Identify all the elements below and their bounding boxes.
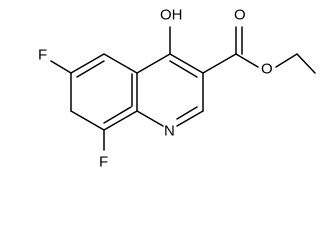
hydroxyl-label: OH (160, 7, 183, 24)
carbonyl-oxygen-label: O (234, 7, 246, 24)
bond (202, 53, 237, 74)
bond (296, 53, 316, 74)
chemical-structure: OH O O N F F (38, 7, 316, 171)
ring-nitrogen-label: N (164, 123, 175, 140)
bond (136, 110, 164, 127)
bond (169, 53, 204, 74)
bond (136, 53, 171, 74)
bond (275, 53, 298, 68)
double-bond-inner (103, 106, 132, 124)
double-bond-inner (169, 60, 198, 78)
fluorine-8-label: F (99, 154, 108, 171)
bond (176, 110, 204, 127)
double-bond-inner (76, 60, 105, 78)
fluorine-6-label: F (38, 47, 47, 64)
bond (70, 110, 105, 131)
bond (50, 60, 72, 74)
bond (103, 53, 138, 74)
ester-oxygen-label: O (261, 61, 273, 78)
double-bond-inner (176, 106, 198, 120)
bond (70, 53, 105, 74)
bond (103, 110, 138, 131)
bond (235, 53, 259, 68)
